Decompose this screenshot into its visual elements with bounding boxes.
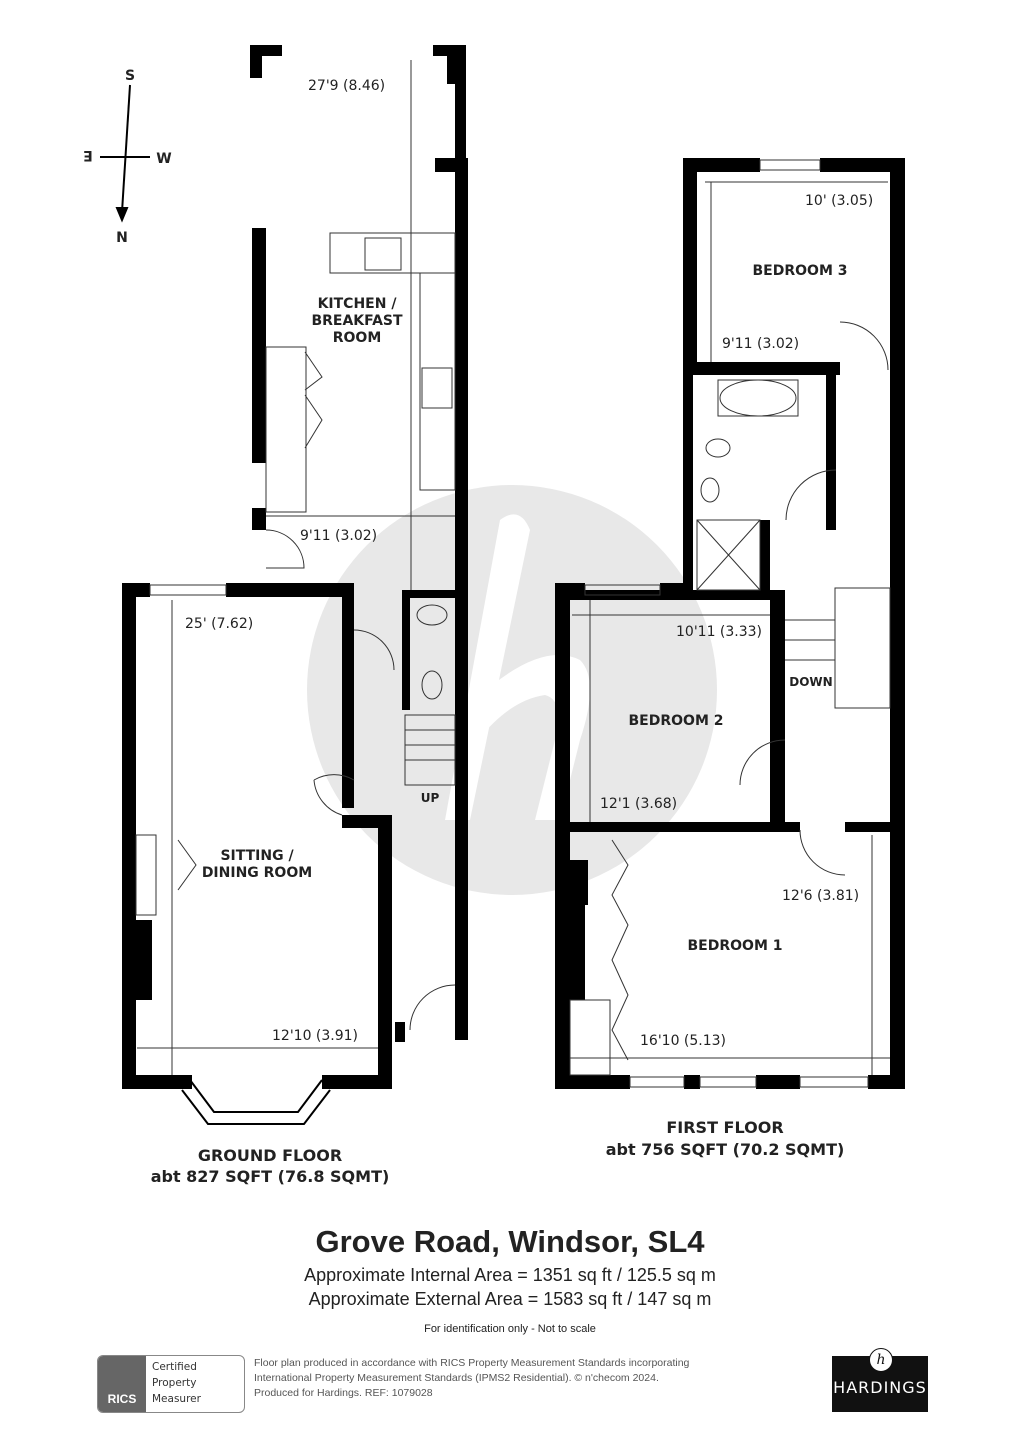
sitting-width: 12'10 (3.91): [272, 1028, 358, 1044]
compass-east: E: [83, 147, 93, 163]
kitchen-room: KITCHEN / BREAKFAST ROOM 27'9 (8.46) 9'1…: [300, 78, 403, 544]
rics-line: Property: [152, 1377, 197, 1389]
stairs-down-label: DOWN: [789, 675, 832, 689]
compass-south: S: [125, 68, 135, 84]
ground-floor-walls: [122, 45, 468, 1089]
bedroom-2: BEDROOM 2 10'11 (3.33) 12'1 (3.68): [600, 624, 762, 812]
rics-logo: RICS: [98, 1356, 146, 1412]
hardings-logo: h HARDINGS: [832, 1348, 928, 1412]
bedroom-1-label: BEDROOM 1: [688, 938, 783, 954]
first-floor-walls: [555, 158, 905, 1089]
kitchen-label-line: KITCHEN /: [318, 296, 398, 312]
bay-window: [181, 1079, 331, 1125]
sitting-room: SITTING / DINING ROOM 25' (7.62) 12'10 (…: [185, 616, 358, 1044]
bedroom-3-length: 9'11 (3.02): [722, 336, 799, 352]
internal-area: Approximate Internal Area = 1351 sq ft /…: [304, 1265, 716, 1285]
kitchen-length: 27'9 (8.46): [308, 78, 385, 94]
compass-north: N: [116, 230, 128, 246]
bedroom-3-label: BEDROOM 3: [753, 263, 848, 279]
bedroom-2-length: 12'1 (3.68): [600, 796, 677, 812]
note-line: Produced for Hardings. REF: 1079028: [254, 1387, 433, 1399]
hardings-monogram: h: [869, 1348, 893, 1372]
external-area: Approximate External Area = 1583 sq ft /…: [308, 1289, 712, 1309]
note-line: International Property Measurement Stand…: [254, 1372, 659, 1384]
ground-floor-title: GROUND FLOOR: [198, 1146, 342, 1165]
compass-west: W: [156, 151, 171, 167]
hardings-name: HARDINGS: [833, 1378, 927, 1397]
bedroom-3: BEDROOM 3 10' (3.05) 9'11 (3.02): [722, 193, 873, 352]
stairs-up-label: UP: [421, 791, 440, 805]
sitting-label-line: DINING ROOM: [202, 865, 312, 881]
note-line: Floor plan produced in accordance with R…: [254, 1357, 690, 1369]
bedroom-1: BEDROOM 1 12'6 (3.81) 16'10 (5.13): [640, 888, 859, 1049]
rics-line: Certified: [152, 1361, 197, 1373]
kitchen-width: 9'11 (3.02): [300, 528, 377, 544]
bedroom-2-width: 10'11 (3.33): [676, 624, 762, 640]
first-floor-area: abt 756 SQFT (70.2 SQMT): [606, 1140, 845, 1159]
identification-note: For identification only - Not to scale: [424, 1323, 596, 1335]
bedroom-1-length: 16'10 (5.13): [640, 1033, 726, 1049]
bedroom-2-label: BEDROOM 2: [629, 713, 724, 729]
sitting-label-line: SITTING /: [220, 848, 294, 864]
sitting-length: 25' (7.62): [185, 616, 253, 632]
ground-floor-area: abt 827 SQFT (76.8 SQMT): [151, 1167, 390, 1186]
address-title: Grove Road, Windsor, SL4: [315, 1224, 705, 1259]
kitchen-label-line: BREAKFAST: [311, 313, 403, 329]
kitchen-label-line: ROOM: [333, 330, 382, 346]
compass-icon: [100, 84, 150, 223]
rics-line: Measurer: [152, 1393, 201, 1405]
ground-floor-fittings: [135, 60, 456, 1075]
bedroom-1-width: 12'6 (3.81): [782, 888, 859, 904]
rics-badge: RICS Certified Property Measurer: [97, 1355, 245, 1413]
bedroom-3-width: 10' (3.05): [805, 193, 873, 209]
first-floor-fittings: [569, 159, 891, 1088]
first-floor-title: FIRST FLOOR: [666, 1118, 783, 1137]
watermark-monogram-icon: [445, 514, 590, 820]
disclaimer-notes: Floor plan produced in accordance with R…: [254, 1356, 794, 1401]
